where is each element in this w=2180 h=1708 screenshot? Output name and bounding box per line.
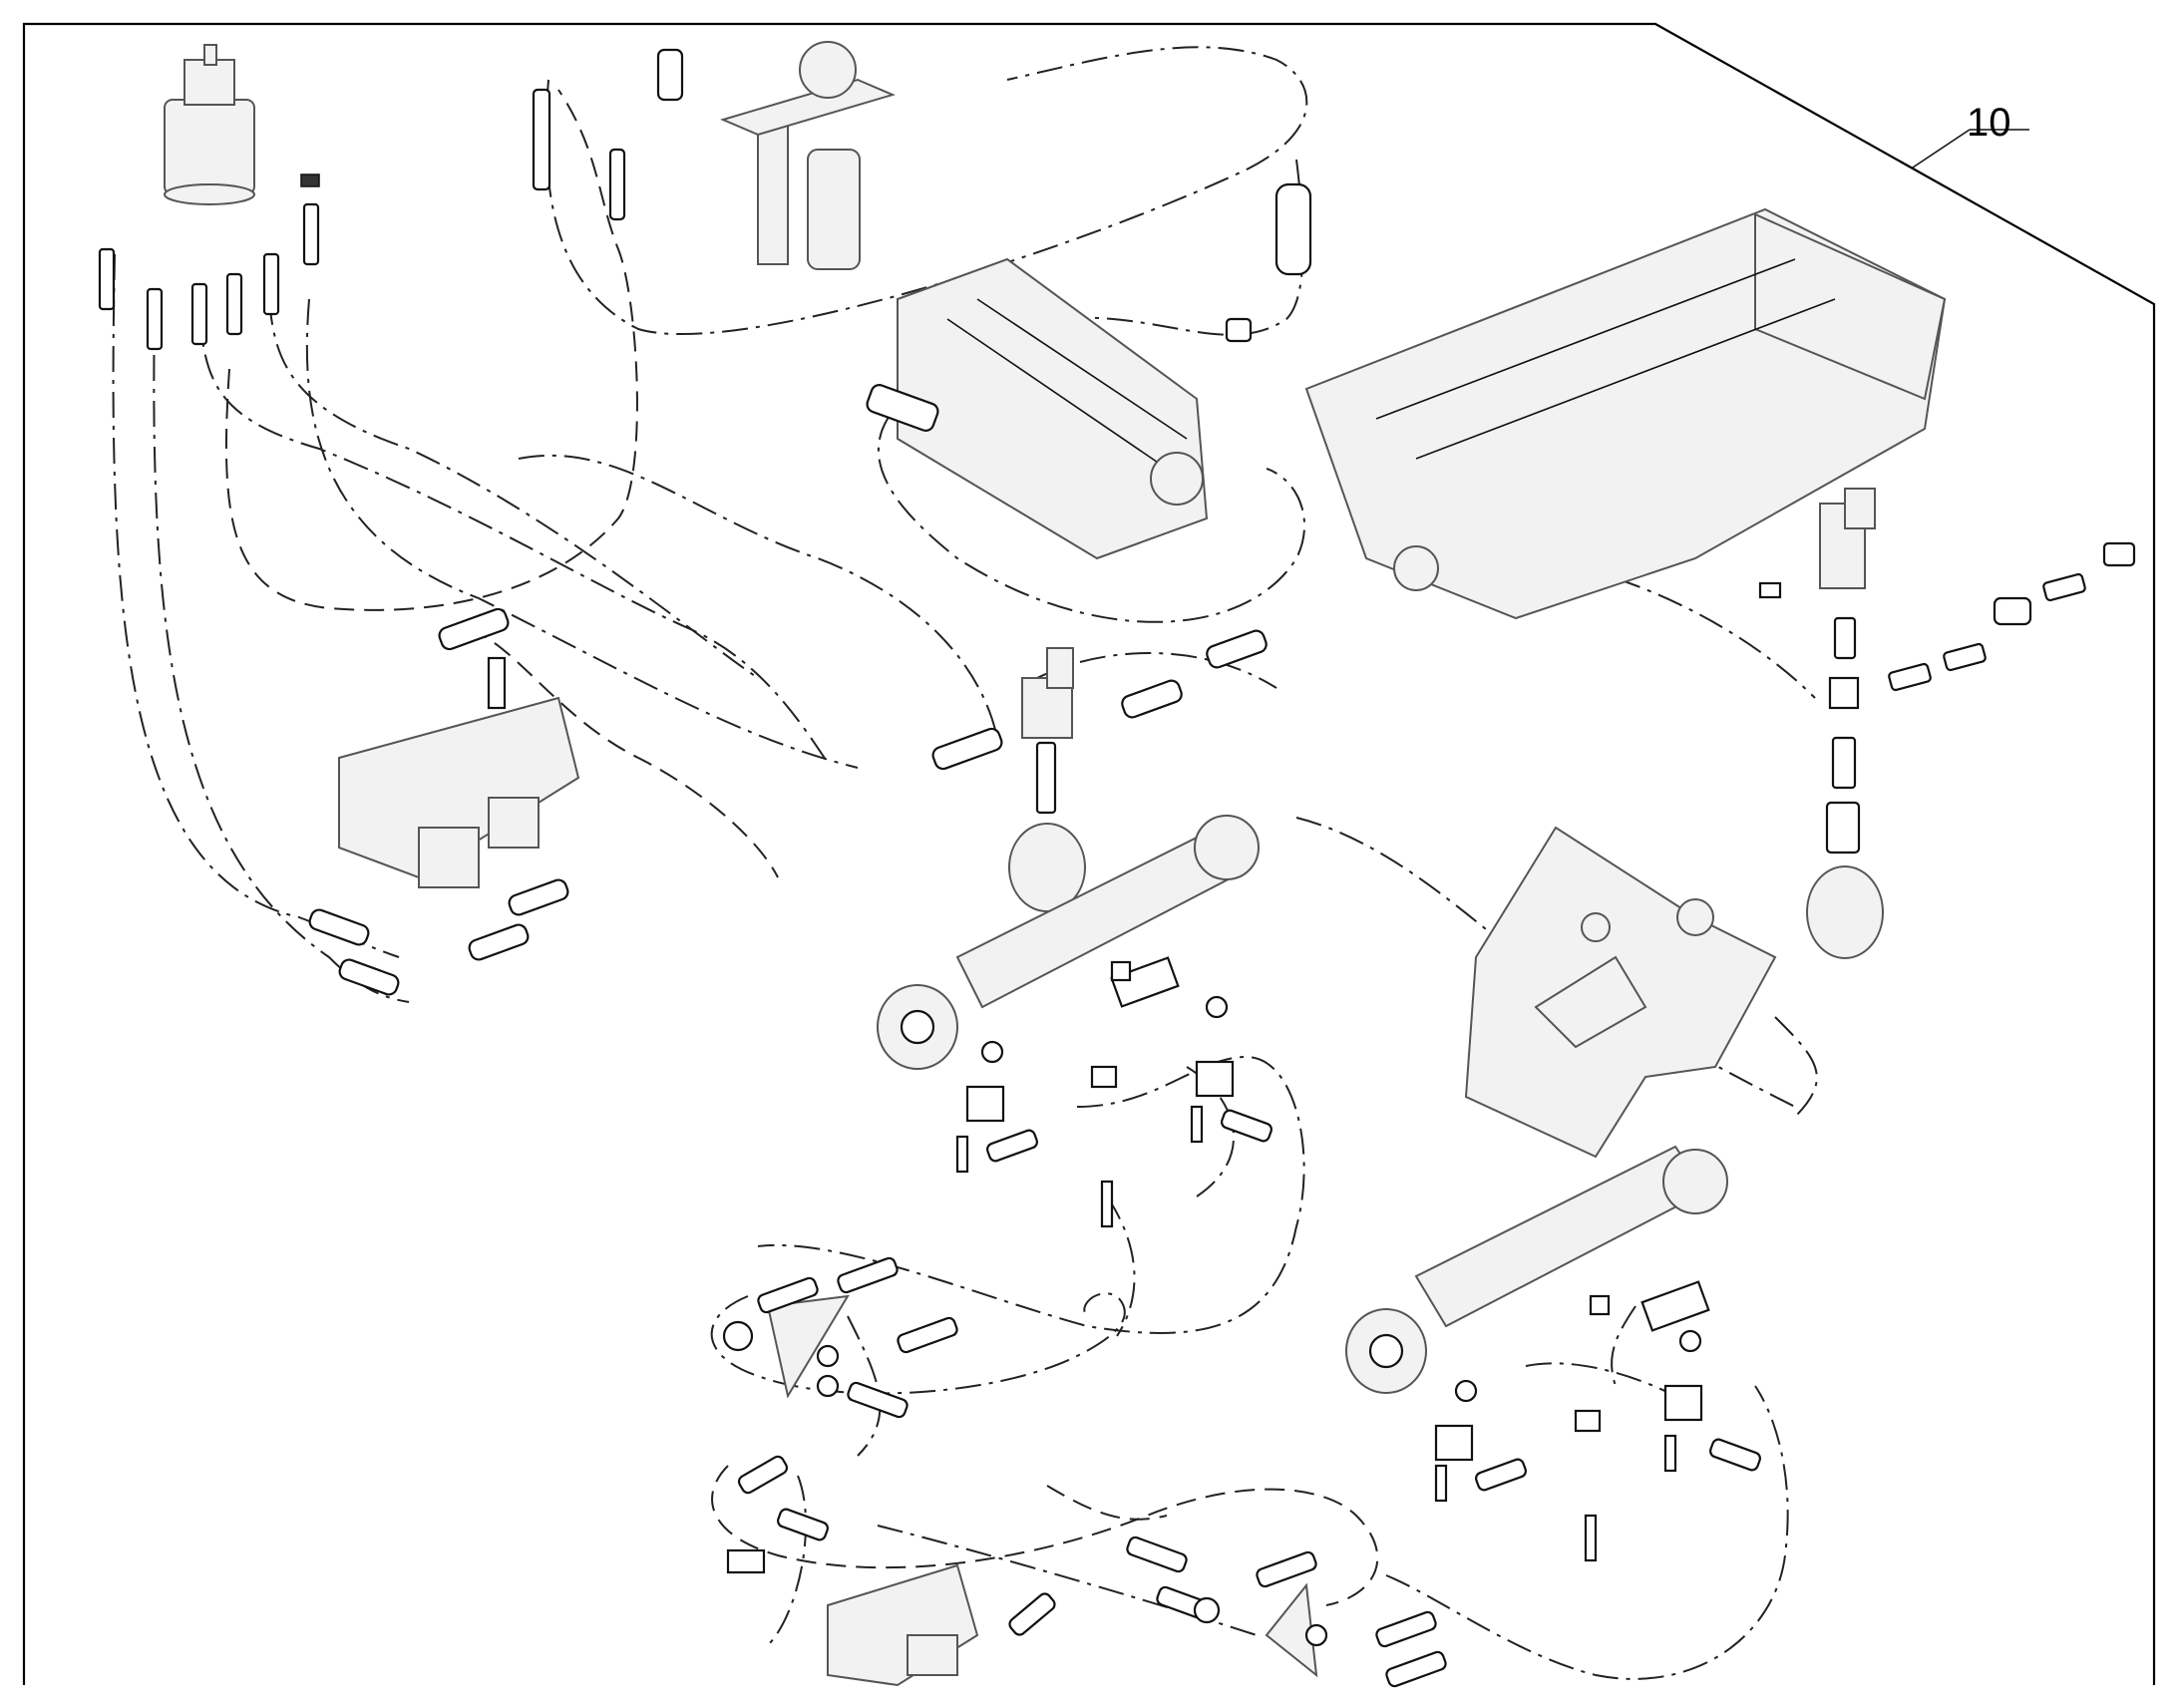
- lift-cylinder-upper[interactable]: [877, 815, 1273, 1228]
- transmission-block[interactable]: [865, 182, 1312, 560]
- accumulator-center[interactable]: [930, 628, 1269, 912]
- hose-bundle-lower-center[interactable]: [1126, 1536, 1448, 1688]
- steering-valve[interactable]: [532, 41, 896, 270]
- lift-cylinder-lower[interactable]: [1345, 1145, 1762, 1562]
- callout-number: 10: [1967, 101, 2011, 145]
- diagram-frame: [22, 22, 2156, 1685]
- loader-tower[interactable]: [1464, 826, 1777, 1159]
- hose-bundle-lower-left[interactable]: [722, 1256, 958, 1419]
- auxiliary-control-valve[interactable]: [726, 1455, 1057, 1687]
- pump-fittings[interactable]: [98, 173, 320, 351]
- callout-10[interactable]: 10: [1912, 101, 2029, 169]
- hydraulic-pump[interactable]: [164, 44, 255, 205]
- main-control-valve[interactable]: [307, 607, 580, 997]
- accumulator-assembly-right[interactable]: [1758, 488, 2136, 959]
- loader-front-frame[interactable]: [1304, 207, 1947, 620]
